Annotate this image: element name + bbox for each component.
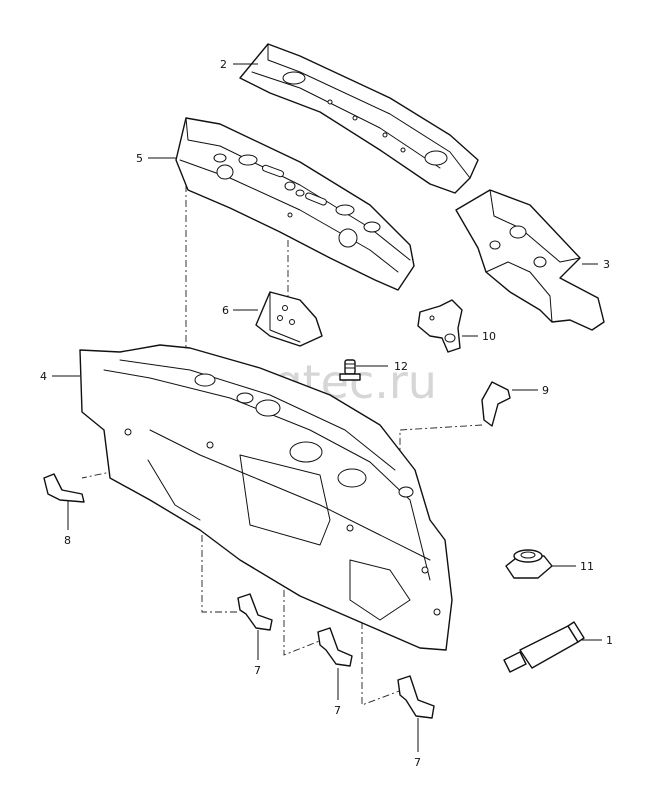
part-7-clip-b: [317, 627, 353, 667]
callout-4: 4: [40, 370, 47, 383]
part-6-reinforcement: [255, 291, 323, 347]
part-12-bolt: [339, 359, 361, 381]
part-11-pad: [505, 549, 553, 579]
part-5-shelf-crossmember: [175, 117, 415, 291]
callout-12: 12: [394, 360, 408, 373]
part-8-bracket: [43, 473, 85, 503]
part-10-bracket: [417, 299, 463, 353]
callout-3: 3: [603, 258, 610, 271]
callout-7-b: 7: [334, 704, 341, 717]
callout-6: 6: [222, 304, 229, 317]
part-4-rear-panel: [79, 344, 453, 651]
part-2-upper-crossmember: [239, 43, 479, 194]
assembly-lines: [81, 185, 483, 706]
part-3-side-bracket: [455, 189, 605, 331]
leader-lines: [52, 63, 602, 752]
callout-8: 8: [64, 534, 71, 547]
callout-10: 10: [482, 330, 496, 343]
part-1-sealant-tube: [503, 621, 585, 673]
callout-2: 2: [220, 58, 227, 71]
callout-1: 1: [606, 634, 613, 647]
part-7-clip-c: [397, 675, 435, 719]
callout-5: 5: [136, 152, 143, 165]
callout-9: 9: [542, 384, 549, 397]
part-7-clip-a: [237, 593, 273, 631]
part-9-clip: [481, 381, 511, 427]
callout-7-c: 7: [414, 756, 421, 769]
callout-11: 11: [580, 560, 594, 573]
callout-7-a: 7: [254, 664, 261, 677]
